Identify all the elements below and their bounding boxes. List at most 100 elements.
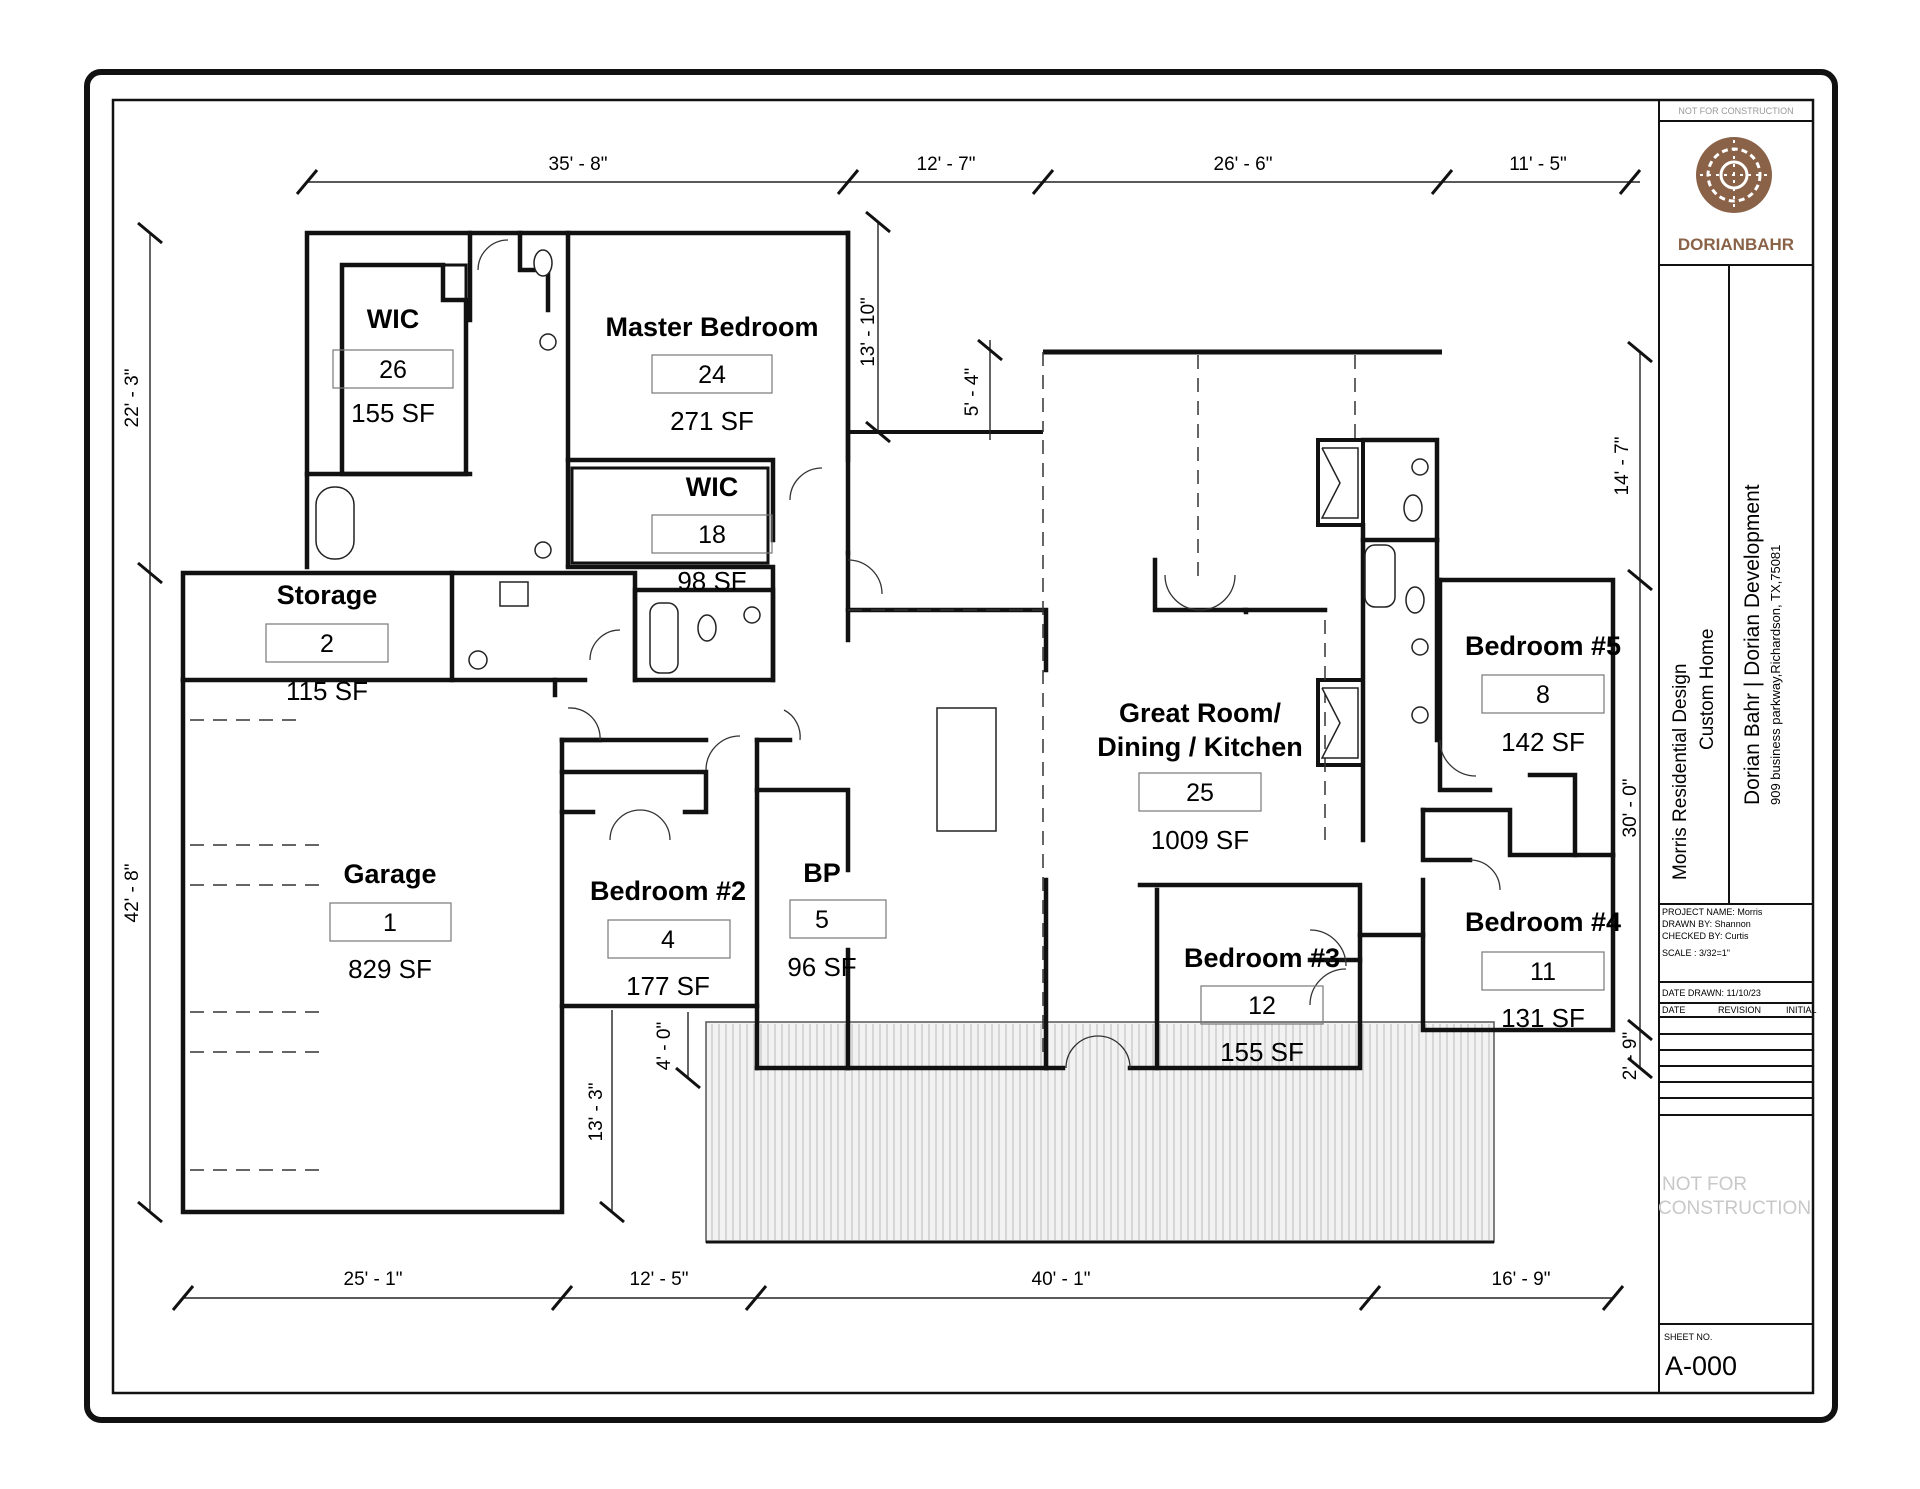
dim-left-1: 22' - 3" — [122, 369, 143, 428]
bathtub-icon — [1364, 544, 1396, 608]
room-area: 1009 SF — [1151, 825, 1249, 855]
room-name: Bedroom #2 — [590, 876, 746, 906]
room-area: 177 SF — [626, 971, 710, 1001]
dorianbahr-logo-icon — [1696, 137, 1772, 213]
sink-icon — [539, 333, 557, 351]
room-bedroom-3: Bedroom #3 12 155 SF — [1184, 943, 1340, 1067]
fixtures — [315, 249, 1429, 832]
dim-top-2: 12' - 7" — [917, 154, 976, 175]
project-name: PROJECT NAME: Morris — [1662, 907, 1763, 917]
room-wic-18: WIC 18 98 SF — [651, 472, 773, 596]
room-area: 142 SF — [1501, 727, 1585, 757]
watermark-line1: NOT FOR — [1662, 1174, 1747, 1195]
dim-top-4: 11' - 5" — [1509, 154, 1567, 175]
room-bedroom-2: Bedroom #2 4 177 SF — [590, 876, 746, 1001]
room-area: 131 SF — [1501, 1003, 1585, 1033]
dim-right-3: 2' - 9" — [1620, 1032, 1641, 1080]
dim-inner-3: 4' - 0" — [654, 1022, 675, 1070]
rev-header-date: DATE — [1662, 1005, 1685, 1015]
room-labels: WIC 26 155 SF Master Bedroom 24 271 SF W… — [265, 304, 1621, 1067]
room-bedroom-5: Bedroom #5 8 142 SF — [1465, 631, 1621, 757]
room-area: 155 SF — [351, 398, 435, 428]
doors — [477, 239, 1501, 1069]
room-name: Bedroom #5 — [1465, 631, 1621, 661]
sheet-no-label: SHEET NO. — [1664, 1332, 1712, 1342]
room-number: 8 — [1536, 681, 1550, 709]
sink-icon — [468, 650, 488, 670]
dim-right-2: 30' - 0" — [1620, 779, 1641, 838]
header-note: NOT FOR CONSTRUCTION — [1678, 106, 1793, 116]
dim-left-2: 42' - 8" — [122, 864, 143, 923]
room-bedroom-4: Bedroom #4 11 131 SF — [1465, 907, 1621, 1033]
dim-top-1: 35' - 8" — [549, 154, 608, 175]
room-name: WIC — [686, 472, 738, 502]
dim-top-3: 26' - 6" — [1214, 154, 1273, 175]
sink-icon — [1411, 638, 1429, 656]
room-area: 155 SF — [1220, 1037, 1304, 1067]
room-number: 11 — [1530, 958, 1556, 986]
room-name: Bedroom #3 — [1184, 943, 1340, 973]
project-title: Morris Residential Design — [1670, 664, 1691, 880]
outer-border — [84, 69, 1838, 1423]
bathtub-icon — [315, 486, 355, 560]
dim-right-1: 14' - 7" — [1612, 437, 1633, 496]
company-name: Dorian Bahr | Dorian Development — [1741, 484, 1764, 805]
sheet-number: A-000 — [1665, 1351, 1737, 1381]
room-number: 24 — [698, 361, 726, 389]
room-name: BP — [803, 858, 841, 888]
room-name: Great Room/ — [1119, 698, 1282, 728]
sink-icon — [534, 541, 552, 559]
room-name: Bedroom #4 — [1465, 907, 1621, 937]
company-address: 909 business parkway,Richardson, TX,7508… — [1768, 545, 1783, 805]
room-number: 25 — [1186, 779, 1214, 807]
sink-icon — [743, 606, 761, 624]
dim-inner-1: 13' - 10" — [858, 297, 879, 367]
scale: SCALE : 3/32=1" — [1662, 948, 1730, 958]
dimension-lines: 35' - 8" 12' - 7" 26' - 6" 11' - 5" 25' … — [122, 154, 1653, 1311]
room-number: 26 — [379, 356, 407, 384]
sink-icon — [1411, 458, 1429, 476]
toilet-icon — [533, 249, 553, 277]
room-number: 1 — [383, 909, 397, 937]
room-bp: BP 5 96 SF — [787, 858, 887, 982]
dim-bottom-1: 25' - 1" — [344, 1269, 403, 1290]
room-garage: Garage 1 829 SF — [329, 859, 452, 984]
logo-text: DORIANBAHR — [1678, 235, 1794, 254]
room-area: 115 SF — [286, 676, 368, 706]
checked-by: CHECKED BY: Curtis — [1662, 931, 1749, 941]
room-area: 829 SF — [348, 954, 432, 984]
dim-bottom-3: 40' - 1" — [1032, 1269, 1091, 1290]
drawn-by: DRAWN BY: Shannon — [1662, 919, 1751, 929]
toilet-icon — [1405, 586, 1425, 614]
room-name: WIC — [367, 304, 419, 334]
dim-inner-4: 13' - 3" — [586, 1083, 607, 1142]
toilet-icon — [1403, 494, 1423, 522]
room-master-bedroom: Master Bedroom 24 271 SF — [605, 312, 818, 436]
dim-bottom-4: 16' - 9" — [1492, 1269, 1551, 1290]
room-area: 96 SF — [787, 952, 856, 982]
dim-inner-2: 5' - 4" — [962, 368, 983, 416]
room-number: 4 — [661, 926, 675, 954]
walls — [180, 230, 1616, 1215]
room-storage: Storage 2 115 SF — [265, 580, 389, 706]
room-name: Garage — [343, 859, 436, 889]
room-great-room: Great Room/ Dining / Kitchen 25 1009 SF — [1097, 698, 1303, 855]
room-number: 12 — [1248, 992, 1276, 1020]
room-number: 2 — [320, 630, 334, 658]
kitchen-island — [936, 707, 997, 832]
room-area: 98 SF — [677, 566, 746, 596]
inner-border — [111, 98, 1815, 1395]
fireplace-icon — [1320, 447, 1359, 519]
room-number: 18 — [698, 521, 726, 549]
room-name: Master Bedroom — [605, 312, 818, 342]
room-wic-26: WIC 26 155 SF — [332, 304, 454, 428]
fireplace-icon — [1320, 687, 1359, 759]
sink-icon — [1411, 706, 1429, 724]
title-block: NOT FOR CONSTRUCTION DORIANBAHR Morris R… — [1658, 100, 1817, 1393]
washer-icon — [499, 581, 529, 607]
room-name-line2: Dining / Kitchen — [1097, 732, 1303, 762]
dashed-lines — [190, 355, 1356, 1171]
room-number: 5 — [815, 906, 829, 934]
